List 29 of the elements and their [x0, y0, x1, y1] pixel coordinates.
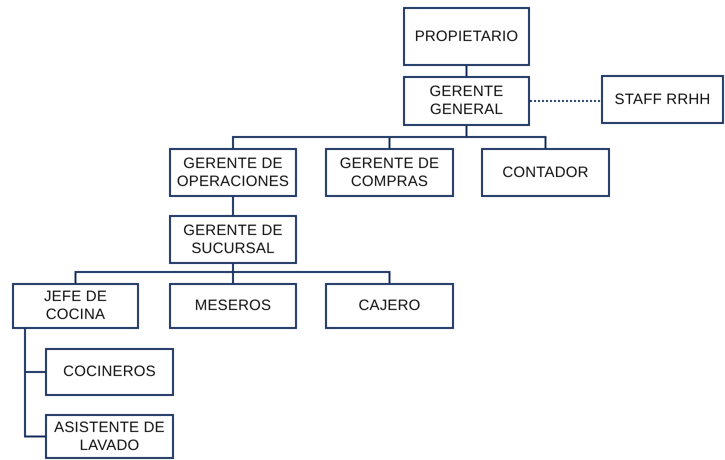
org-box [325, 148, 454, 197]
org-box [45, 414, 174, 459]
org-box [169, 283, 297, 329]
org-box [403, 76, 530, 126]
role-title: CAJERO [358, 297, 421, 315]
role-title: MESEROS [194, 297, 272, 315]
role-title: ASISTENTE DE LAVADO [53, 418, 166, 454]
role-title: PROPIETARIO [414, 28, 518, 46]
role-title: JEFE DE COCINA [42, 288, 108, 324]
connector-line [232, 197, 234, 215]
connector-line [466, 66, 468, 76]
org-box [481, 148, 610, 197]
role-title: GERENTE GENERAL [428, 83, 504, 119]
org-box [601, 75, 724, 124]
dotted-connector [530, 100, 601, 102]
org-box [12, 283, 139, 329]
role-title: GERENTE DE COMPRAS [338, 154, 440, 190]
role-title: GERENTE DE OPERACIONES [176, 154, 290, 190]
org-box [169, 215, 297, 264]
org-box [403, 7, 530, 66]
org-box [45, 348, 174, 396]
connector-line [232, 264, 390, 283]
connector-line [466, 126, 546, 148]
role-title: STAFF RRHH [614, 90, 710, 108]
role-title: GERENTE DE SUCURSAL [182, 222, 284, 258]
role-title: COCINEROS [63, 363, 156, 381]
org-box [169, 148, 297, 197]
org-box [325, 283, 454, 329]
role-title: CONTADOR [502, 164, 589, 182]
